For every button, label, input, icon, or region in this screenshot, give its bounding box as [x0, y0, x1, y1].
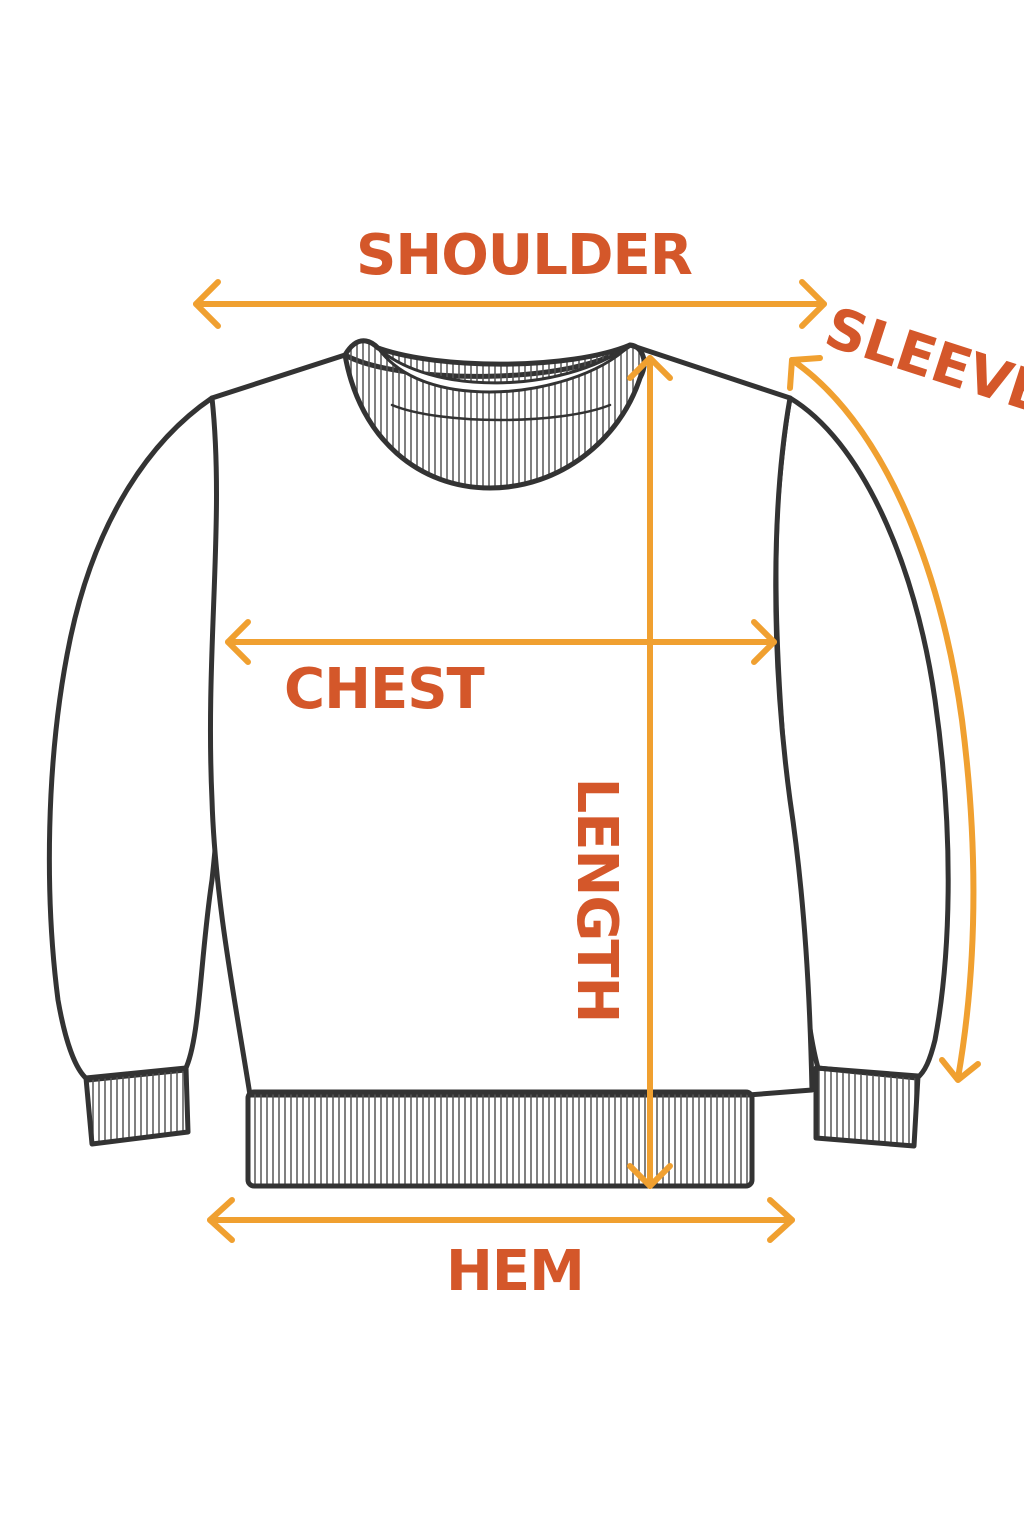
chest-arrow-right-head — [751, 619, 777, 665]
length-arrow-bottom-head — [627, 1163, 673, 1189]
hem-arrow-right-head — [767, 1197, 795, 1243]
hem-label: HEM — [446, 1239, 585, 1304]
length-label: LENGTH — [564, 777, 629, 1023]
shoulder-arrow-right-head — [799, 279, 827, 329]
hem-arrow-left-head — [207, 1197, 235, 1243]
sleeve-arrow-line — [789, 357, 977, 1081]
left-cuff — [83, 1065, 191, 1147]
collar-inner — [376, 343, 632, 394]
sleeve-arrow-bottom-head — [939, 1057, 981, 1083]
shoulder-label: SHOULDER — [356, 223, 693, 288]
shoulder-arrow-left-head — [193, 279, 221, 329]
sleeve-arrow-top-head — [787, 355, 823, 391]
collar-seam — [390, 403, 612, 422]
chest-label: CHEST — [284, 657, 485, 722]
chest-arrow-left-head — [225, 619, 251, 665]
right-cuff — [813, 1065, 921, 1149]
length-arrow-top-head — [627, 355, 673, 381]
hem-ribbing — [245, 1089, 755, 1189]
left-sleeve — [46, 395, 230, 1083]
